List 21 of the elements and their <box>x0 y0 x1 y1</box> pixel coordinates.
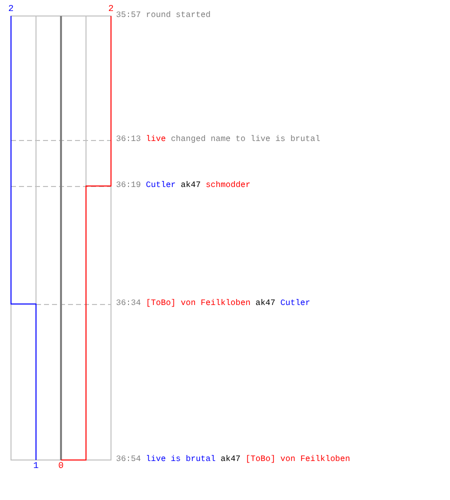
event-text: changed name to live is brutal <box>170 135 320 144</box>
timestamp: 36:13 <box>116 135 141 144</box>
player-name: schmodder <box>206 181 251 190</box>
event-text: round started <box>146 11 211 20</box>
weapon-name: ak47 <box>255 299 276 308</box>
player-name: Cutler <box>280 299 310 308</box>
timestamp: 35:57 <box>116 11 141 20</box>
weapon-name: ak47 <box>220 455 241 464</box>
player-name: live <box>146 135 166 144</box>
timestamp: 36:54 <box>116 455 141 464</box>
player-count: 2 <box>7 4 15 14</box>
player-count: 1 <box>32 461 40 471</box>
weapon-name: ak47 <box>180 181 201 190</box>
timestamp: 36:34 <box>116 299 141 308</box>
timestamp: 36:19 <box>116 181 141 190</box>
player-name: Cutler <box>146 181 176 190</box>
player-count: 2 <box>107 4 115 14</box>
player-name: live is brutal <box>146 455 216 464</box>
player-count: 0 <box>57 461 65 471</box>
player-name: [ToBo] von Feilkloben <box>246 455 350 464</box>
player-name: [ToBo] von Feilkloben <box>146 299 250 308</box>
